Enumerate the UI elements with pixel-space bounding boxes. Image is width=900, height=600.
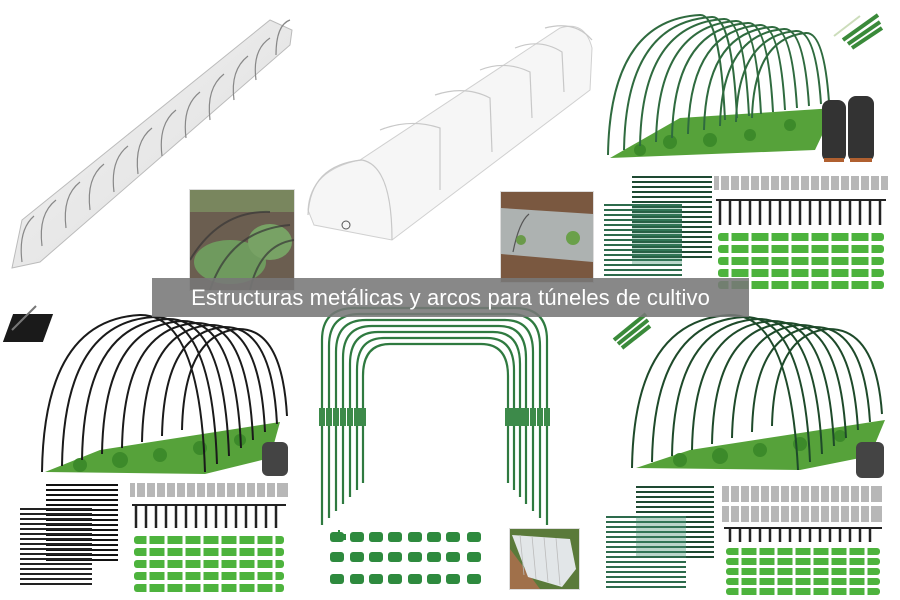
inset-mesh-over-lettuce <box>189 189 295 291</box>
inset-net-tunnel-garden <box>509 528 580 590</box>
inset-plastic-over-soil <box>500 191 594 283</box>
mesh-tunnel-illustration <box>11 19 293 269</box>
green-hoop-kit-illustration <box>604 13 888 292</box>
green-hoop-kit-variant-illustration <box>606 312 885 598</box>
product-image-green-hoop-kit[interactable] <box>600 0 900 300</box>
caption-title: Estructuras metálicas y arcos para túnel… <box>191 284 710 310</box>
plastic-tunnel-illustration <box>307 25 593 241</box>
product-image-black-hoop-kit[interactable] <box>0 300 300 600</box>
product-image-plastic-tunnel[interactable] <box>300 0 600 300</box>
product-image-u-hoops[interactable] <box>300 300 600 600</box>
product-image-green-hoop-kit-variant[interactable] <box>600 300 900 600</box>
caption-banner: Estructuras metálicas y arcos para túnel… <box>152 278 749 317</box>
product-image-mesh-tunnel[interactable] <box>0 0 300 300</box>
u-hoops-illustration <box>319 306 550 584</box>
black-hoop-kit-illustration <box>2 305 288 596</box>
